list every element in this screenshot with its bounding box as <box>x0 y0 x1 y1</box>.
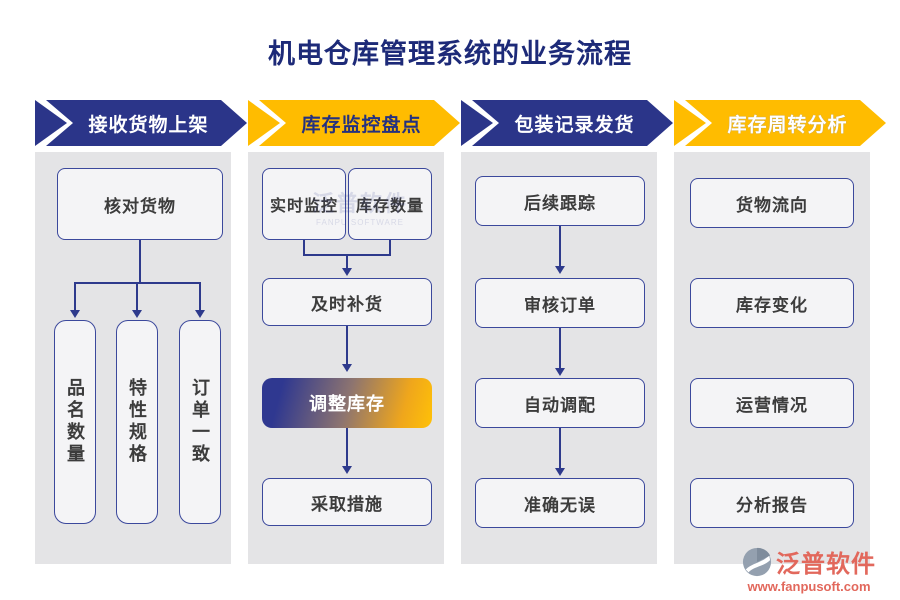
connector-line <box>346 326 348 364</box>
column-header-banner: 库存监控盘点 <box>248 100 460 146</box>
flow-box-verify-goods: 核对货物 <box>57 168 223 240</box>
connector-line <box>346 428 348 466</box>
flow-box-order-match: 订单一致 <box>179 320 221 524</box>
column-header-label: 接收货物上架 <box>46 100 247 146</box>
flow-box-follow-up: 后续跟踪 <box>475 176 645 226</box>
flow-box-item-name-qty: 品名数量 <box>54 320 96 524</box>
brand-logo: 泛普软件 www.fanpusoft.com <box>734 544 884 594</box>
flow-box-review-order: 审核订单 <box>475 278 645 328</box>
column-band: 后续跟踪 审核订单 自动调配 准确无误 <box>461 152 657 564</box>
flow-box-take-measures: 采取措施 <box>262 478 432 526</box>
arrow-down-icon <box>70 310 80 318</box>
flow-box-inventory-change: 库存变化 <box>690 278 854 328</box>
connector-line <box>74 282 76 310</box>
column-band: 实时监控 库存数量 及时补货 调整库存 采取措施 <box>248 152 444 564</box>
flow-box-timely-restock: 及时补货 <box>262 278 432 326</box>
column-band: 货物流向 库存变化 运营情况 分析报告 <box>674 152 870 564</box>
flow-box-analysis-report: 分析报告 <box>690 478 854 528</box>
brand-name: 泛普软件 <box>776 551 876 578</box>
flow-box-operation-status: 运营情况 <box>690 378 854 428</box>
connector-line <box>559 428 561 468</box>
column-header-label: 库存周转分析 <box>685 100 886 146</box>
fanpu-logo-icon <box>742 547 772 576</box>
arrow-down-icon <box>555 368 565 376</box>
column-header-label: 库存监控盘点 <box>259 100 460 146</box>
connector-line <box>346 254 348 268</box>
column-inventory-monitor: 库存监控盘点 实时监控 库存数量 及时补货 调整库存 采取措施 <box>248 100 460 576</box>
arrow-down-icon <box>132 310 142 318</box>
flow-box-goods-flow: 货物流向 <box>690 178 854 228</box>
column-header-banner: 库存周转分析 <box>674 100 886 146</box>
flow-box-stock-qty: 库存数量 <box>348 168 432 240</box>
connector-line <box>559 328 561 368</box>
arrow-down-icon <box>555 266 565 274</box>
flow-box-adjust-inventory: 调整库存 <box>262 378 432 428</box>
connector-line <box>559 226 561 266</box>
arrow-down-icon <box>555 468 565 476</box>
column-pack-ship: 包装记录发货 后续跟踪 审核订单 自动调配 准确无误 <box>461 100 673 576</box>
column-header-banner: 包装记录发货 <box>461 100 673 146</box>
connector-line <box>303 240 305 254</box>
connector-line <box>199 282 201 310</box>
flow-box-accurate: 准确无误 <box>475 478 645 528</box>
brand-url: www.fanpusoft.com <box>747 579 871 594</box>
flow-box-realtime-monitor: 实时监控 <box>262 168 346 240</box>
column-header-banner: 接收货物上架 <box>35 100 247 146</box>
column-receive-goods: 接收货物上架 核对货物 品名数量 特性规格 订单一致 <box>35 100 247 576</box>
arrow-down-icon <box>342 466 352 474</box>
flow-box-spec: 特性规格 <box>116 320 158 524</box>
column-header-label: 包装记录发货 <box>472 100 673 146</box>
connector-line <box>136 282 138 310</box>
flow-box-auto-allocate: 自动调配 <box>475 378 645 428</box>
connector-line <box>389 240 391 254</box>
arrow-down-icon <box>195 310 205 318</box>
connector-line <box>139 240 141 282</box>
arrow-down-icon <box>342 268 352 276</box>
column-band: 核对货物 品名数量 特性规格 订单一致 <box>35 152 231 564</box>
arrow-down-icon <box>342 364 352 372</box>
column-turnover-analysis: 库存周转分析 货物流向 库存变化 运营情况 分析报告 <box>674 100 886 576</box>
page-title: 机电仓库管理系统的业务流程 <box>268 39 632 69</box>
